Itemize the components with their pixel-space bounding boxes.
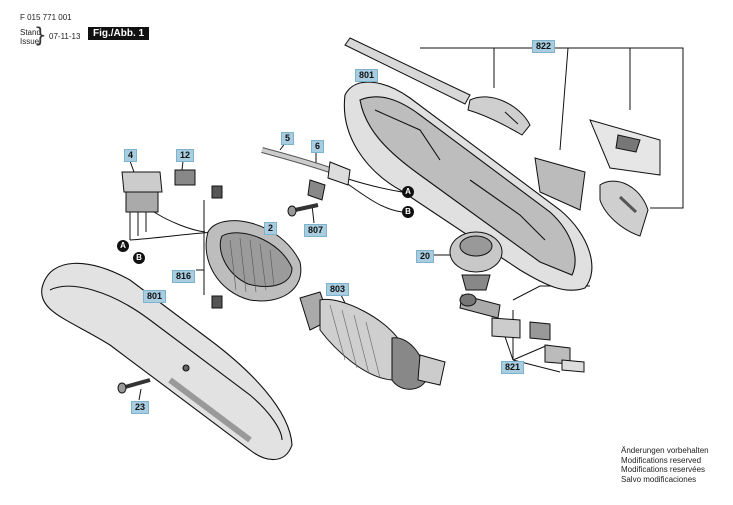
connector-marker-b-upper: B	[402, 206, 414, 218]
power-cord	[261, 147, 351, 201]
part-label-23: 23	[131, 401, 150, 414]
part-label-12: 12	[176, 149, 195, 162]
figure-label: Fig./Abb. 1	[88, 27, 150, 40]
leader-822	[420, 47, 684, 209]
armature	[299, 291, 446, 390]
part-label-803: 803	[326, 283, 350, 296]
note-line-fr: Modifications reservées	[621, 465, 706, 474]
part-label-807: 807	[304, 224, 328, 237]
stand-label: Stand	[20, 28, 41, 37]
part-label-4: 4	[124, 149, 138, 162]
cover-strip	[344, 37, 661, 237]
parts-821	[459, 293, 585, 373]
switch-assembly	[121, 169, 221, 241]
housing-half-lower	[41, 262, 293, 461]
note-line-de: Änderungen vorbehalten	[621, 446, 709, 455]
modification-notes: Änderungen vorbehalten Modifications res…	[621, 446, 709, 484]
note-line-es: Salvo modificaciones	[621, 474, 697, 484]
part-label-2: 2	[264, 222, 278, 235]
part-label-5: 5	[281, 132, 295, 145]
part-label-6: 6	[311, 140, 325, 153]
part-label-20: 20	[416, 250, 435, 263]
screw-23	[117, 378, 151, 394]
issue-date: 07-11-13	[49, 32, 81, 41]
bevel-gear	[449, 231, 503, 291]
stator	[205, 185, 302, 309]
part-label-801-top: 801	[355, 69, 379, 82]
issue-label: Issue	[20, 37, 40, 46]
part-label-801-bottom: 801	[143, 290, 167, 303]
connector-marker-b-left: B	[133, 252, 145, 264]
connector-marker-a-left: A	[117, 240, 129, 252]
screw-807	[287, 203, 319, 217]
document-number: F 015 771 001	[20, 13, 72, 22]
part-label-816: 816	[172, 270, 196, 283]
connector-marker-a-upper: A	[402, 186, 414, 198]
part-label-821: 821	[501, 361, 525, 374]
housing-half-upper	[343, 81, 593, 291]
part-label-822: 822	[532, 40, 556, 53]
note-line-en: Modifications reserved	[621, 455, 702, 465]
brace-icon: }	[34, 23, 47, 47]
